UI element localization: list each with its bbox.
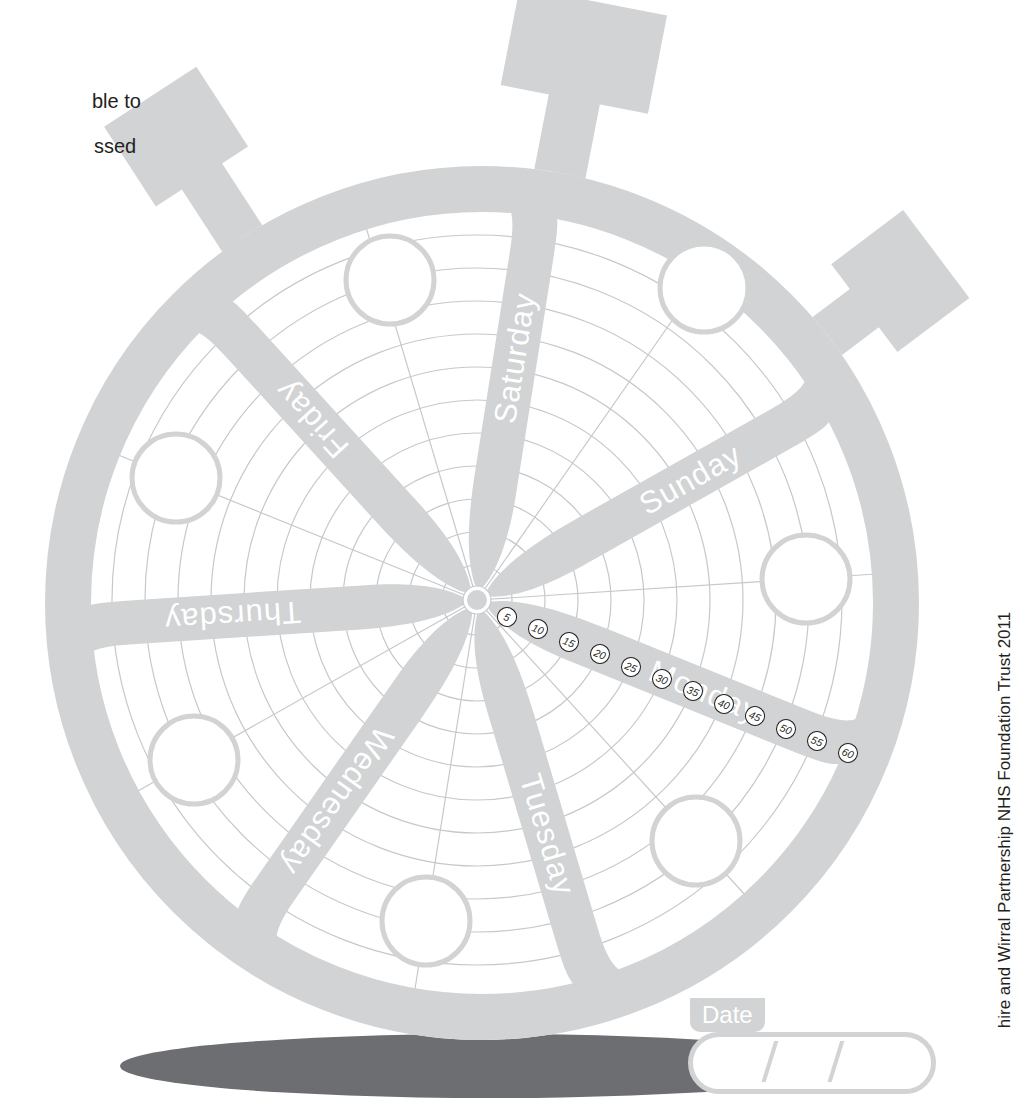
scale-number: 20 bbox=[587, 641, 613, 667]
center-hub bbox=[467, 590, 487, 610]
hub-ring bbox=[463, 586, 491, 614]
day-name: Saturday bbox=[464, 215, 567, 501]
date-field: Date// bbox=[688, 998, 938, 1096]
day-name: Monday bbox=[563, 612, 845, 773]
button-knob bbox=[831, 210, 969, 352]
scale-number: 50 bbox=[773, 716, 799, 742]
date-separator: / bbox=[750, 1028, 790, 1092]
scale-number: 5 bbox=[494, 604, 520, 630]
scale-number: 45 bbox=[742, 703, 768, 729]
day-name: Sunday bbox=[554, 385, 827, 575]
blade-outline bbox=[175, 288, 483, 618]
scale-number: 10 bbox=[525, 616, 551, 642]
scale-number: 15 bbox=[556, 629, 582, 655]
scale-number: 60 bbox=[835, 740, 861, 766]
blank-circle bbox=[132, 434, 220, 522]
copyright-note: hire and Wirral Partnership NHS Foundati… bbox=[995, 612, 1015, 1028]
scale-number: 30 bbox=[649, 666, 675, 692]
scale-number: 55 bbox=[804, 728, 830, 754]
blank-circle bbox=[762, 535, 850, 623]
blank-circle bbox=[660, 244, 748, 332]
cut-off-text: ble to bbox=[92, 90, 141, 113]
day-name: Tuesday bbox=[478, 692, 615, 977]
day-blade: Friday bbox=[186, 284, 500, 620]
blank-circle bbox=[150, 716, 238, 804]
day-name: Thursday bbox=[91, 577, 374, 655]
scale-number: 40 bbox=[711, 691, 737, 717]
day-blade: Thursday bbox=[76, 570, 479, 656]
date-separator: / bbox=[816, 1028, 856, 1092]
date-box-outline bbox=[688, 1032, 936, 1094]
dial-face bbox=[45, 166, 919, 1040]
blade-outline bbox=[460, 601, 632, 991]
button-knob bbox=[501, 0, 667, 114]
day-name: Wednesday bbox=[232, 669, 441, 933]
blank-circle bbox=[652, 797, 740, 885]
cut-off-text: ssed bbox=[94, 135, 136, 158]
blank-circle bbox=[382, 877, 470, 965]
watch-rim bbox=[68, 189, 896, 1017]
scale-number: 25 bbox=[618, 654, 644, 680]
blade-outline bbox=[469, 366, 838, 612]
scale-number: 35 bbox=[680, 678, 706, 704]
blank-circle bbox=[346, 236, 434, 324]
day-name: Friday bbox=[196, 295, 429, 542]
date-heading: Date bbox=[690, 998, 765, 1032]
blade-outline bbox=[229, 599, 503, 954]
